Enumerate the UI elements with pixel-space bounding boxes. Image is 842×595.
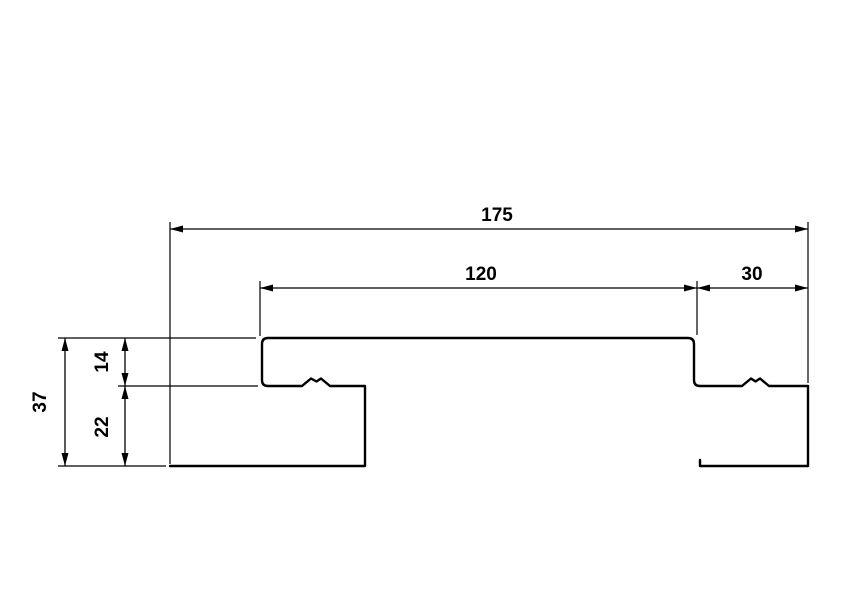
- dimension-label-175: 175: [481, 205, 513, 226]
- arrowhead-37-top: [61, 338, 69, 351]
- arrowhead-120-right: [684, 284, 697, 292]
- dimension-label-30: 30: [741, 264, 762, 285]
- arrowhead-37-bottom: [61, 453, 69, 466]
- arrowhead-30-right: [795, 284, 808, 292]
- dimension-label-120: 120: [465, 264, 497, 285]
- dimension-top-flat-width: 120: [260, 264, 697, 292]
- arrowhead-175-left: [170, 225, 183, 233]
- profile-outline: [168, 336, 810, 468]
- arrowhead-14-bottom: [121, 373, 129, 386]
- arrowhead-22-top: [121, 386, 129, 399]
- arrowhead-175-right: [795, 225, 808, 233]
- dimension-label-22: 22: [92, 416, 113, 437]
- dimension-label-37: 37: [30, 391, 51, 412]
- dimension-overall-width: 175: [170, 205, 808, 233]
- dimension-right-flange-width: 30: [697, 264, 808, 292]
- arrowhead-14-top: [121, 338, 129, 351]
- arrowhead-120-left: [260, 284, 273, 292]
- extension-lines: [58, 222, 809, 467]
- arrowhead-30-left: [697, 284, 710, 292]
- arrowhead-22-bottom: [121, 453, 129, 466]
- dimension-total-height: 37: [30, 338, 69, 466]
- dimension-label-14: 14: [92, 351, 113, 373]
- dimension-upper-step-height: 14: [92, 338, 129, 386]
- dimension-lower-step-height: 22: [92, 386, 129, 466]
